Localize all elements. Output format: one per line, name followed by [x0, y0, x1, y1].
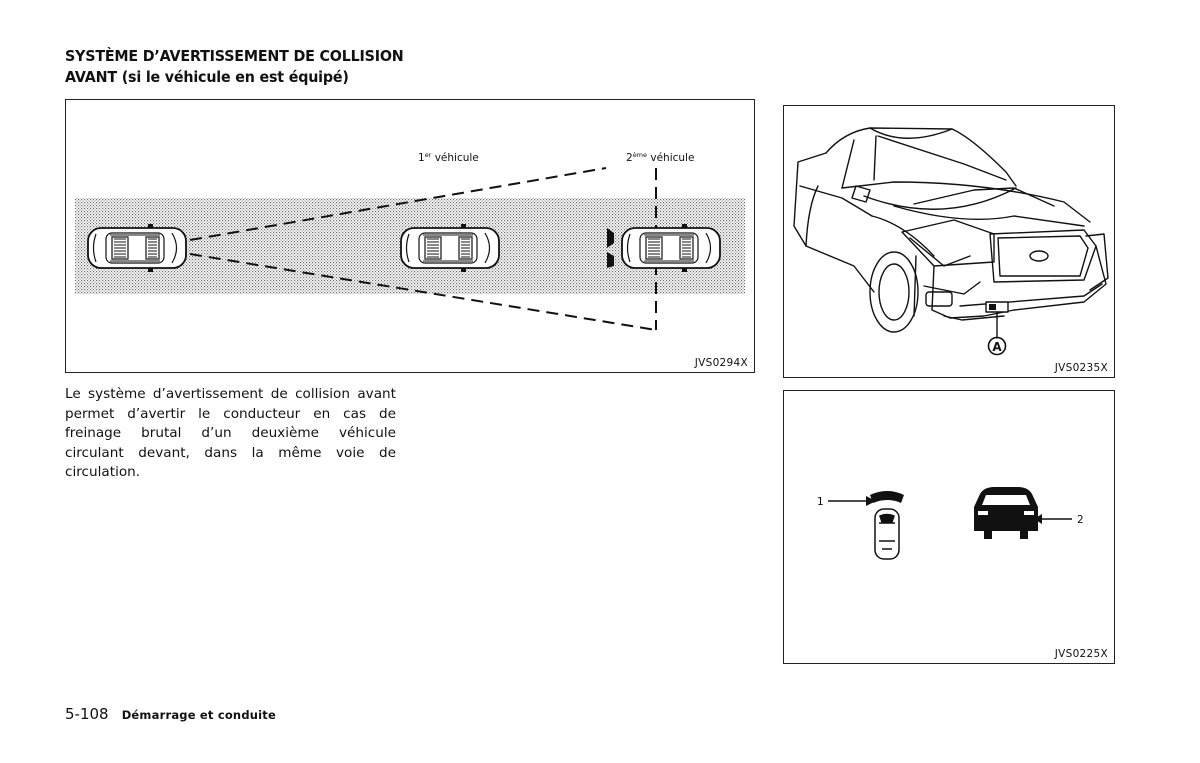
figure-sensor-location: A JVS0235X: [783, 105, 1115, 378]
figure-road-diagram: 1er véhicule 2ème véhicule JVS0294X: [65, 99, 755, 373]
page-number: 5-108: [65, 705, 109, 723]
label-2: 2: [1077, 514, 1084, 526]
label-first-vehicle: 1er véhicule: [418, 151, 479, 164]
figure-code: JVS0294X: [694, 357, 748, 369]
first-vehicle: [400, 223, 500, 273]
figure-display-icons: 1 2 JVS0225X: [783, 390, 1115, 664]
section-title-line1: SYSTÈME D’AVERTISSEMENT DE COLLISION: [65, 47, 404, 65]
figure-code: JVS0235X: [1054, 362, 1108, 374]
own-car-icon: [874, 508, 900, 560]
body-paragraph: Le système d’avertissement de collision …: [65, 386, 396, 481]
brake-lights-icon: [607, 228, 614, 268]
display-icons-illustration: 1 2: [817, 487, 1084, 560]
second-vehicle: [621, 223, 721, 273]
car-front-illustration: A: [793, 127, 1109, 356]
warning-arc-icon: [870, 491, 904, 503]
own-vehicle: [87, 223, 187, 273]
section-name: Démarrage et conduite: [121, 708, 276, 722]
arrow-2-icon: [1034, 514, 1042, 524]
arrow-1-icon: [866, 496, 876, 506]
callout-a-label: A: [992, 340, 1002, 354]
section-title: SYSTÈME D’AVERTISSEMENT DE COLLISION AVA…: [65, 46, 709, 88]
page-footer: 5-108 Démarrage et conduite: [65, 704, 276, 723]
figure-code: JVS0225X: [1054, 648, 1108, 660]
label-1: 1: [817, 496, 824, 508]
road-diagram-illustration: 1er véhicule 2ème véhicule: [75, 151, 745, 331]
label-second-vehicle: 2ème véhicule: [626, 151, 694, 164]
vehicle-ahead-icon: [974, 487, 1038, 539]
section-title-line2: AVANT (si le véhicule en est équipé): [65, 68, 349, 86]
